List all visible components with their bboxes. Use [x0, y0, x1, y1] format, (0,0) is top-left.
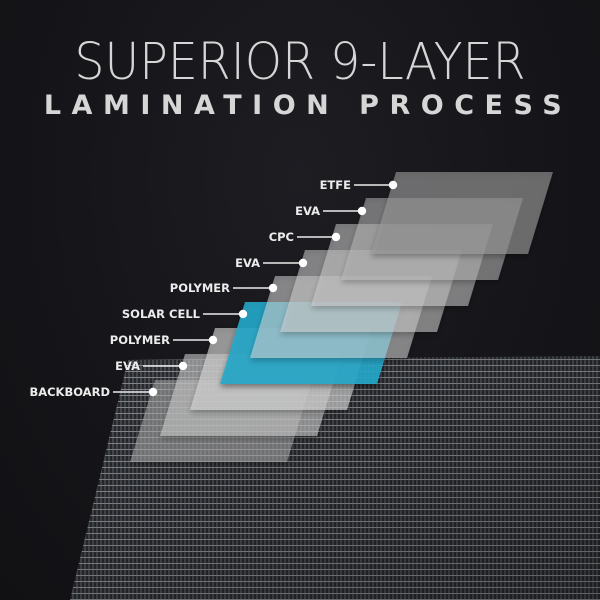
leader-dot-solar-cell	[238, 309, 248, 319]
label-eva-3: EVA	[295, 204, 320, 218]
label-eva-2: EVA	[235, 256, 260, 270]
label-cpc: CPC	[268, 230, 294, 244]
label-polymer-2: POLYMER	[169, 281, 230, 295]
leader-dot-polymer-1	[208, 335, 218, 345]
layer-etfe	[371, 172, 553, 254]
label-etfe: ETFE	[319, 178, 351, 192]
headline-lamination-process: LAMINATION PROCESS	[43, 90, 573, 121]
label-polymer-1: POLYMER	[109, 333, 170, 347]
leader-dot-eva-1	[178, 361, 188, 371]
leader-dot-etfe	[388, 180, 398, 190]
leader-dot-cpc	[331, 232, 341, 242]
label-solar-cell: SOLAR CELL	[121, 307, 200, 321]
label-eva-1: EVA	[115, 359, 140, 373]
headline-superior-9-layer: SUPERIOR 9-LAYER	[74, 33, 526, 92]
leader-dot-backboard	[148, 387, 158, 397]
leader-dot-polymer-2	[268, 283, 278, 293]
leader-dot-eva-3	[357, 206, 367, 216]
label-backboard: BACKBOARD	[29, 385, 110, 399]
leader-dot-eva-2	[298, 258, 308, 268]
leader-lines	[113, 180, 398, 397]
